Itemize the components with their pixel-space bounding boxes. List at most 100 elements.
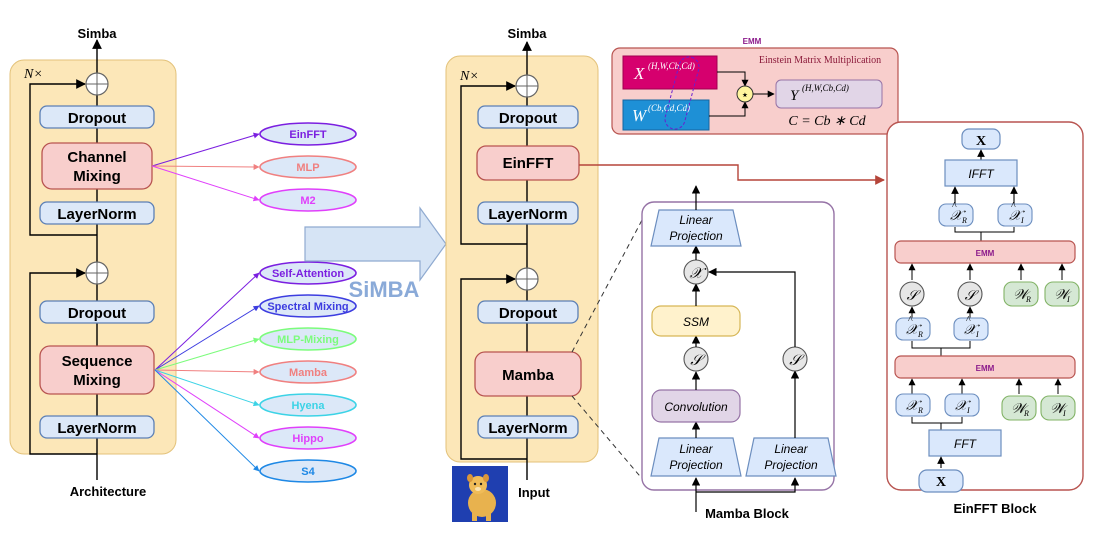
einfft-output-x-box	[961, 128, 1001, 150]
input-label: Input	[518, 485, 550, 500]
left-dropout-top-box	[39, 105, 155, 129]
sequence-option-5	[259, 426, 357, 450]
wi-top-sub: I	[1066, 295, 1070, 304]
emm-bar-bottom-label: EMM	[976, 364, 995, 373]
xi-bottom-main: 𝒳	[955, 399, 971, 414]
ifft-label: IFFT	[968, 167, 995, 181]
fft-box	[928, 429, 1002, 457]
emm-explainer: EMM Einstein Matrix Multiplication X (H,…	[611, 37, 899, 135]
residual-add-top	[85, 72, 109, 96]
wi-bottom-main: 𝒲	[1050, 402, 1068, 417]
middle-layernorm-top-label: LayerNorm	[488, 206, 567, 223]
sequence-mixing-line1: Sequence	[62, 353, 133, 370]
middle-layernorm-bottom-box	[477, 415, 579, 439]
wi-box-bottom	[1040, 395, 1076, 421]
xi-hat-top-main: 𝒳	[1009, 209, 1025, 224]
einfft-box	[476, 145, 580, 181]
channel-connector-0	[151, 132, 260, 167]
left-architecture: Simba N× Dropout Channel Mixing LayerNor…	[9, 26, 177, 499]
fft-label: FFT	[954, 437, 978, 451]
middle-output-label: Simba	[507, 26, 547, 41]
channel-connector-2	[151, 165, 260, 202]
channel-option-label-2: M2	[300, 195, 315, 207]
channel-option-label-0: EinFFT	[289, 129, 327, 141]
channel-mixing-line1: Channel	[67, 149, 126, 166]
emm-title: Einstein Matrix Multiplication	[759, 55, 881, 66]
einsum-operator-symbol: ⋆	[741, 87, 749, 102]
convolution-label: Convolution	[664, 400, 728, 414]
sequence-option-label-2: MLP-Mixing	[277, 334, 339, 346]
svg-text:^: ^	[966, 315, 971, 326]
xi-hat-top-sub: I	[1020, 216, 1024, 225]
linear-projection-right	[745, 437, 837, 477]
left-layernorm-top-box	[39, 201, 155, 225]
einfft-activation-left	[899, 281, 925, 307]
x-tensor-box	[622, 55, 718, 90]
sequence-option-label-0: Self-Attention	[272, 268, 344, 280]
sequence-connector-2	[154, 337, 260, 371]
left-dropout-top-label: Dropout	[68, 110, 126, 127]
x-tensor-main: X	[633, 64, 645, 83]
sequence-option-label-1: Spectral Mixing	[267, 301, 348, 313]
channel-option-1	[259, 155, 357, 179]
channel-option-2	[259, 188, 357, 212]
mamba-block: Linear Projection Linear Projection Conv…	[641, 185, 837, 521]
middle-residual-add-bottom	[515, 267, 539, 291]
sequence-connector-5	[154, 369, 260, 439]
emm-bar-bottom	[894, 355, 1076, 379]
channel-mixing-options: EinFFT MLP M2	[151, 122, 357, 212]
linear-top-line2: Projection	[669, 229, 723, 243]
left-output-label: Simba	[77, 26, 117, 41]
y-tensor-sup: (H,W,Cb,Cd)	[802, 83, 849, 93]
xr-hat-mid-main: 𝒳	[906, 323, 922, 338]
sequence-connector-3	[154, 368, 260, 375]
residual-add-bottom	[85, 261, 109, 285]
wi-box-top	[1044, 281, 1080, 307]
linear-left-line1: Linear	[679, 442, 713, 456]
sequence-connector-4	[154, 369, 260, 407]
wr-bottom-main: 𝒲	[1011, 402, 1029, 417]
middle-dropout-bottom-box	[477, 300, 579, 324]
sequence-mixing-box	[39, 345, 155, 395]
middle-layernorm-bottom-label: LayerNorm	[488, 420, 567, 437]
einfft-block-caption: EinFFT Block	[953, 501, 1037, 516]
y-tensor-main: Y	[790, 88, 800, 104]
einfft-block: X IFFT 𝒳 R ^ 𝒳 I ^ EMM 𝒮 𝒮 𝒲 R	[886, 121, 1084, 516]
left-repeat-label: N×	[23, 67, 43, 82]
einfft-label: EinFFT	[503, 155, 554, 172]
xi-box-bottom	[944, 393, 980, 417]
sequence-option-label-5: Hippo	[292, 433, 323, 445]
wr-bottom-sub: R	[1023, 409, 1029, 418]
svg-text:^: ^	[952, 201, 957, 212]
xr-hat-box-mid	[895, 317, 931, 341]
left-dropout-bottom-label: Dropout	[68, 305, 126, 322]
mamba-block-caption: Mamba Block	[705, 506, 790, 521]
sequence-connector-1	[154, 305, 260, 371]
sequence-mixing-line2: Mixing	[73, 372, 121, 389]
wi-top-main: 𝒲	[1054, 288, 1072, 303]
ssm-label: SSM	[683, 315, 709, 329]
middle-dropout-bottom-label: Dropout	[499, 305, 557, 322]
emm-bar-top-label: EMM	[976, 249, 995, 258]
sequence-option-4	[259, 393, 357, 417]
linear-top-line1: Linear	[679, 213, 713, 227]
xr-box-bottom	[895, 393, 931, 417]
mamba-label: Mamba	[502, 367, 554, 384]
xr-hat-mid-sub: R	[917, 330, 923, 339]
xr-hat-top-sub: R	[961, 216, 967, 225]
sequence-option-label-3: Mamba	[289, 367, 328, 379]
wr-box-top	[1003, 281, 1039, 307]
svg-text:^: ^	[908, 315, 913, 326]
wr-box-bottom	[1001, 395, 1037, 421]
mamba-box	[474, 351, 582, 397]
xr-hat-top-main: 𝒳	[950, 209, 966, 224]
einfft-input-x-box	[918, 469, 964, 493]
xi-hat-mid-main: 𝒳	[964, 323, 980, 338]
channel-mixing-line2: Mixing	[73, 168, 121, 185]
channel-option-label-1: MLP	[296, 162, 319, 174]
xi-hat-box-top	[997, 203, 1033, 227]
xi-hat-mid-sub: I	[975, 330, 979, 339]
shared-dim-highlight	[664, 56, 700, 130]
